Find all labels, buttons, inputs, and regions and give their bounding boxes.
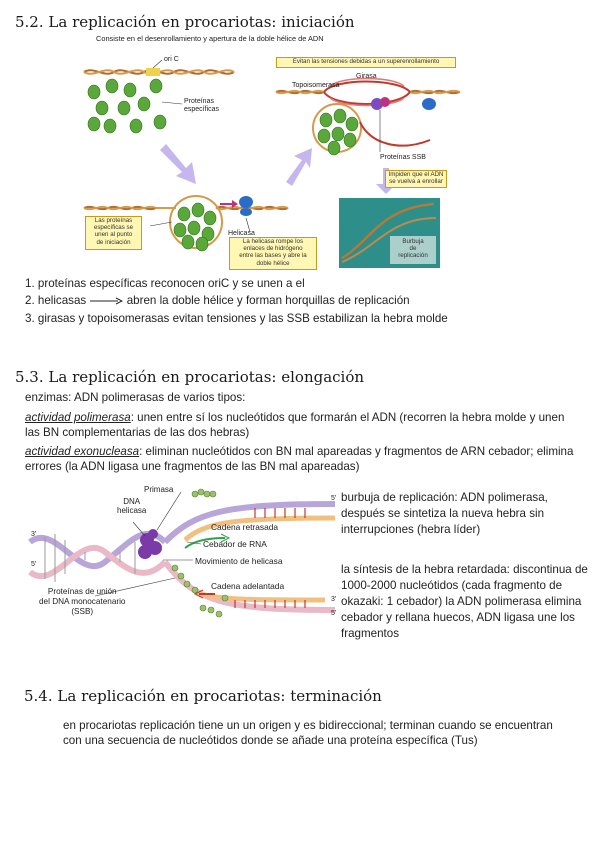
photo-caption: Burbuja de replicación: [398, 238, 428, 259]
gyrase-label: Girasa: [356, 73, 377, 80]
ssb-proteins-label: Proteínas de unión del DNA monocatenario…: [39, 587, 126, 616]
prime-5-top: 5': [331, 495, 337, 502]
arrow-icon: [90, 297, 124, 305]
initiation-item-1: 1. proteínas específicas reconocen oriC …: [25, 277, 305, 290]
callout-helicase: La helicasa rompe los enlaces de hidróge…: [229, 237, 317, 270]
initiation-item-3: 3. girasas y topoisomerasas evitan tensi…: [25, 312, 448, 325]
prime-3-left: 3': [31, 531, 37, 538]
leading-strand-label: Cadena adelantada: [211, 581, 285, 591]
callout-proteins-bind: Las proteínas específicas se unen al pun…: [85, 216, 142, 250]
figure-caption: Consiste en el desenrollamiento y apertu…: [96, 34, 324, 43]
section-heading-termination: 5.4. La replicación en procariotas: term…: [24, 687, 382, 705]
termination-text: en procariotas replicación tiene un un o…: [63, 719, 553, 747]
prime-5-bottom: 5': [331, 610, 337, 617]
lagging-strand-label: Cadena retrasada: [211, 522, 279, 532]
helicase-movement-label: Movimiento de helicasa: [195, 556, 283, 566]
lagging-synthesis-note: la síntesis de la hebra retardada: disco…: [341, 563, 588, 640]
polymerase-activity: actividad polimerasa: unen entre sí los …: [25, 411, 565, 439]
primase-label: Primasa: [144, 485, 174, 494]
rna-primer-label: Cebador de RNA: [203, 539, 267, 549]
enzymes-intro: enzimas: ADN polimerasas de varios tipos…: [25, 391, 246, 404]
ssb-label: Proteínas SSB: [380, 154, 426, 161]
elongation-figure: Primasa DNA helicasa Cadena retrasada Ce…: [25, 482, 345, 642]
dna-helicase-label: DNA helicasa: [117, 497, 147, 515]
topoisomerase-label: Topoisomerasa: [292, 82, 340, 89]
helicase-label: Helicasa: [228, 230, 255, 237]
section-heading-initiation: 5.2. La replicación en procariotas: inic…: [15, 13, 355, 31]
initiation-diagram: [83, 59, 461, 268]
section-heading-elongation: 5.3. La replicación en procariotas: elon…: [15, 368, 365, 386]
callout-tension: Evitan las tensiones debidas a un supere…: [276, 57, 456, 68]
initiation-item-2: 2. helicasas abren la doble hélice y for…: [25, 294, 410, 307]
prime-3-right: 3': [331, 596, 337, 603]
callout-ssb: Impiden que el ADN se vuelva a enrollar: [385, 170, 447, 188]
oric-label: ori C: [164, 56, 179, 63]
replication-fork-diagram: [28, 488, 336, 618]
exonuclease-activity: actividad exonucleasa: eliminan nucleóti…: [25, 445, 574, 473]
prime-5-left: 5': [31, 561, 37, 568]
initiation-figure: Consiste en el desenrollamiento y apertu…: [80, 32, 465, 270]
replication-bubble-note: burbuja de replicación: ADN polimerasa, …: [341, 491, 548, 536]
proteins-label: Proteínas específicas: [184, 98, 220, 113]
